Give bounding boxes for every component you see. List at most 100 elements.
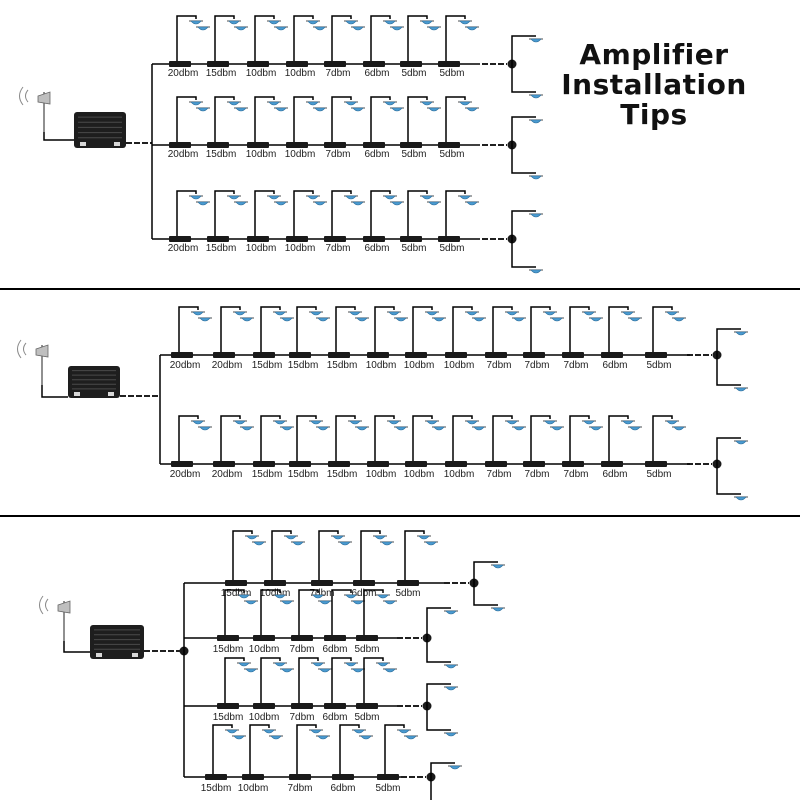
power-label: 5dbm: [354, 644, 379, 655]
antenna-panel: [57, 600, 71, 614]
power-label: 20dbm: [168, 243, 199, 254]
antenna-dome: [377, 594, 389, 599]
antenna-dome: [666, 311, 678, 316]
coupler-icon: [253, 461, 275, 467]
indoor-ceiling-antenna-icon: [529, 119, 543, 124]
indoor-ceiling-antenna-icon: [394, 426, 408, 431]
antenna-dome: [445, 686, 457, 691]
coupler-icon: [207, 142, 229, 148]
antenna-dome: [245, 600, 257, 605]
indoor-ceiling-antenna-icon: [234, 107, 248, 112]
coupler-icon: [286, 61, 308, 67]
indoor-ceiling-antenna-icon: [672, 317, 686, 322]
amplifier-port: [132, 653, 138, 657]
indoor-ceiling-antenna-icon: [280, 317, 294, 322]
antenna-dome: [530, 175, 542, 180]
power-label: 7dbm: [289, 644, 314, 655]
power-label: 15dbm: [327, 360, 358, 371]
indoor-ceiling-antenna-icon: [318, 600, 332, 605]
antenna-dome: [234, 311, 246, 316]
indoor-ceiling-antenna-icon: [344, 594, 358, 599]
coupler-icon: [397, 580, 419, 586]
drop-cable: [293, 96, 314, 142]
antenna-dome: [235, 26, 247, 31]
drop-cable: [370, 190, 391, 236]
indoor-ceiling-antenna-icon: [344, 20, 358, 25]
antenna-dome: [238, 594, 250, 599]
antenna-dome: [349, 311, 361, 316]
indoor-ceiling-antenna-icon: [427, 26, 441, 31]
coupler-icon: [171, 352, 193, 358]
drop-cable: [298, 589, 319, 635]
antenna-dome: [319, 600, 331, 605]
indoor-ceiling-antenna-icon: [465, 201, 479, 206]
indoor-ceiling-antenna-icon: [465, 420, 479, 425]
indoor-ceiling-antenna-icon: [196, 107, 210, 112]
drop-cable: [445, 96, 466, 142]
indoor-ceiling-antenna-icon: [383, 600, 397, 605]
indoor-ceiling-antenna-icon: [425, 420, 439, 425]
indoor-ceiling-antenna-icon: [589, 317, 603, 322]
indoor-ceiling-antenna-icon: [529, 175, 543, 180]
coupler-icon: [311, 580, 333, 586]
power-label: 10dbm: [366, 469, 397, 480]
power-label: 15dbm: [252, 360, 283, 371]
indoor-ceiling-antenna-icon: [274, 201, 288, 206]
coupler-icon: [217, 703, 239, 709]
coupler-icon: [601, 352, 623, 358]
coupler-icon: [328, 461, 350, 467]
antenna-dome: [281, 426, 293, 431]
antenna-dome: [274, 662, 286, 667]
indoor-ceiling-antenna-icon: [444, 686, 458, 691]
antenna-dome: [513, 426, 525, 431]
drop-cable: [212, 724, 233, 774]
antenna-dome: [352, 201, 364, 206]
coupler-icon: [363, 236, 385, 242]
antenna-dome: [312, 594, 324, 599]
antenna-dome: [530, 119, 542, 124]
outdoor-antenna-icon: [17, 339, 49, 385]
indoor-ceiling-antenna-icon: [309, 311, 323, 316]
indoor-ceiling-antenna-icon: [465, 26, 479, 31]
indoor-ceiling-antenna-icon: [505, 311, 519, 316]
power-label: 15dbm: [206, 149, 237, 160]
antenna-dome: [513, 317, 525, 322]
coupler-icon: [356, 703, 378, 709]
drop-cable: [298, 657, 319, 703]
antenna-dome: [307, 20, 319, 25]
antenna-feed: [43, 132, 74, 141]
indoor-ceiling-antenna-icon: [237, 594, 251, 599]
amplifier-port: [74, 392, 80, 396]
indoor-ceiling-antenna-icon: [425, 311, 439, 316]
drop-cable: [370, 15, 391, 61]
end-branch-top: [716, 437, 741, 464]
indoor-ceiling-antenna-icon: [427, 201, 441, 206]
outdoor-antenna-icon: [19, 86, 51, 132]
coupler-icon: [523, 352, 545, 358]
drop-cable: [271, 530, 292, 580]
indoor-ceiling-antenna-icon: [311, 594, 325, 599]
indoor-ceiling-antenna-icon: [444, 610, 458, 615]
indoor-ceiling-antenna-icon: [306, 20, 320, 25]
antenna-dome: [317, 735, 329, 740]
antenna-dome: [197, 26, 209, 31]
drop-cable: [214, 190, 235, 236]
antenna-dome: [307, 101, 319, 106]
indoor-ceiling-antenna-icon: [550, 426, 564, 431]
coupler-icon: [253, 703, 275, 709]
indoor-ceiling-antenna-icon: [189, 20, 203, 25]
antenna-dome: [735, 331, 747, 336]
antenna-dome: [544, 311, 556, 316]
indoor-ceiling-antenna-icon: [472, 426, 486, 431]
antenna-dome: [274, 311, 286, 316]
coupler-icon: [356, 635, 378, 641]
power-label: 10dbm: [249, 712, 280, 723]
antenna-dome: [275, 201, 287, 206]
indoor-ceiling-antenna-icon: [444, 732, 458, 737]
power-label: 7dbm: [486, 469, 511, 480]
antenna-dome: [235, 201, 247, 206]
indoor-ceiling-antenna-icon: [665, 420, 679, 425]
booster-amplifier-icon: [68, 366, 120, 398]
power-label: 10dbm: [404, 469, 435, 480]
